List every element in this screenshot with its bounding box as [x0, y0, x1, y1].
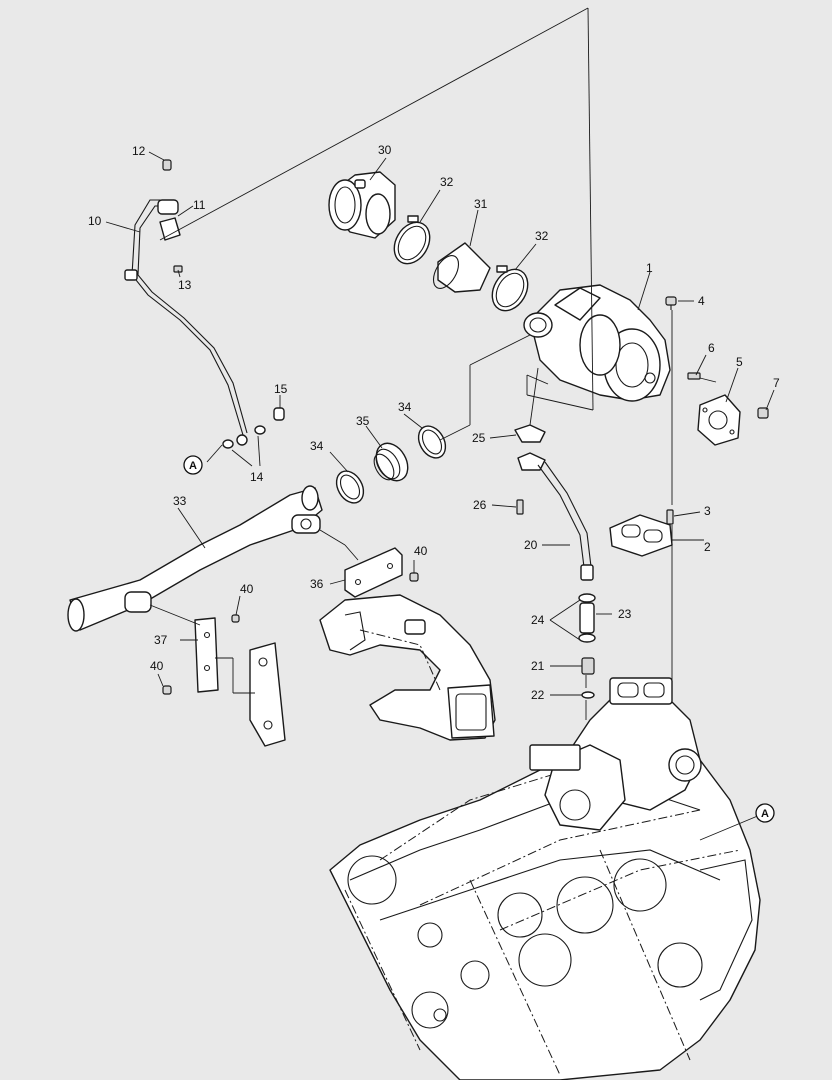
- callout-34-left: 34: [310, 439, 324, 453]
- callout-40-middle: 40: [240, 582, 254, 596]
- return-fittings-21-24: [578, 593, 596, 699]
- callout-22: 22: [531, 688, 545, 702]
- clamp-34-left: [335, 470, 365, 504]
- callout-37: 37: [154, 633, 168, 647]
- callout-23: 23: [618, 607, 632, 621]
- callout-2: 2: [704, 540, 711, 554]
- callout-31: 31: [474, 197, 488, 211]
- callout-14: 14: [250, 470, 264, 484]
- callout-3: 3: [704, 504, 711, 518]
- callout-21: 21: [531, 659, 545, 673]
- callout-15: 15: [274, 382, 288, 396]
- callout-10: 10: [88, 214, 102, 228]
- engine-block: [329, 739, 761, 1080]
- fasteners-right: [665, 296, 769, 525]
- clamp-upper: [393, 215, 431, 265]
- reference-marker-a-right-text: A: [761, 808, 769, 820]
- reference-marker-a-left: A: [183, 455, 203, 475]
- flange-gasket: [609, 514, 673, 557]
- oil-return-line: [514, 424, 594, 581]
- clamp-34-right: [417, 425, 447, 459]
- callout-7: 7: [773, 376, 780, 390]
- air-inlet-elbow: [328, 171, 396, 239]
- reference-marker-a-right: A: [755, 803, 775, 823]
- callout-25: 25: [472, 431, 486, 445]
- reference-marker-a-left-text: A: [189, 460, 197, 472]
- projection-lines: [149, 7, 761, 841]
- callout-32-upper: 32: [440, 175, 454, 189]
- callout-40-upper: 40: [414, 544, 428, 558]
- callout-4: 4: [698, 294, 705, 308]
- callout-6: 6: [708, 341, 715, 355]
- callout-leaders: [105, 151, 775, 696]
- mounting-plate: [249, 642, 286, 747]
- exhaust-manifold: [529, 677, 702, 831]
- callout-34-right: 34: [398, 400, 412, 414]
- turbo-gasket: [697, 394, 741, 446]
- charge-air-tube: [67, 485, 323, 632]
- callout-12: 12: [132, 144, 146, 158]
- callout-26: 26: [473, 498, 487, 512]
- callout-32-lower: 32: [535, 229, 549, 243]
- callout-35: 35: [356, 414, 370, 428]
- turbocharger: [523, 284, 671, 402]
- line-fittings-14-15: [222, 407, 285, 449]
- callout-36: 36: [310, 577, 324, 591]
- bracket-36: [344, 547, 403, 598]
- callout-33: 33: [173, 494, 187, 508]
- bracket-37: [194, 617, 219, 693]
- callout-labels: 1 2 3 4 5 6 7 10 11 12 13 14 15 20 21 22…: [88, 143, 780, 702]
- callout-1: 1: [646, 261, 653, 275]
- oil-supply-line: [124, 159, 248, 446]
- callout-24: 24: [531, 613, 545, 627]
- callout-13: 13: [178, 278, 192, 292]
- callout-40-lower: 40: [150, 659, 164, 673]
- intake-manifold: [319, 594, 496, 741]
- small-bolts: [162, 572, 419, 695]
- clamp-lower: [491, 265, 529, 312]
- callout-5: 5: [736, 355, 743, 369]
- hose-35: [373, 442, 409, 482]
- callout-30: 30: [378, 143, 392, 157]
- intake-sleeve: [432, 242, 491, 293]
- callout-11: 11: [193, 198, 206, 212]
- callout-20: 20: [524, 538, 538, 552]
